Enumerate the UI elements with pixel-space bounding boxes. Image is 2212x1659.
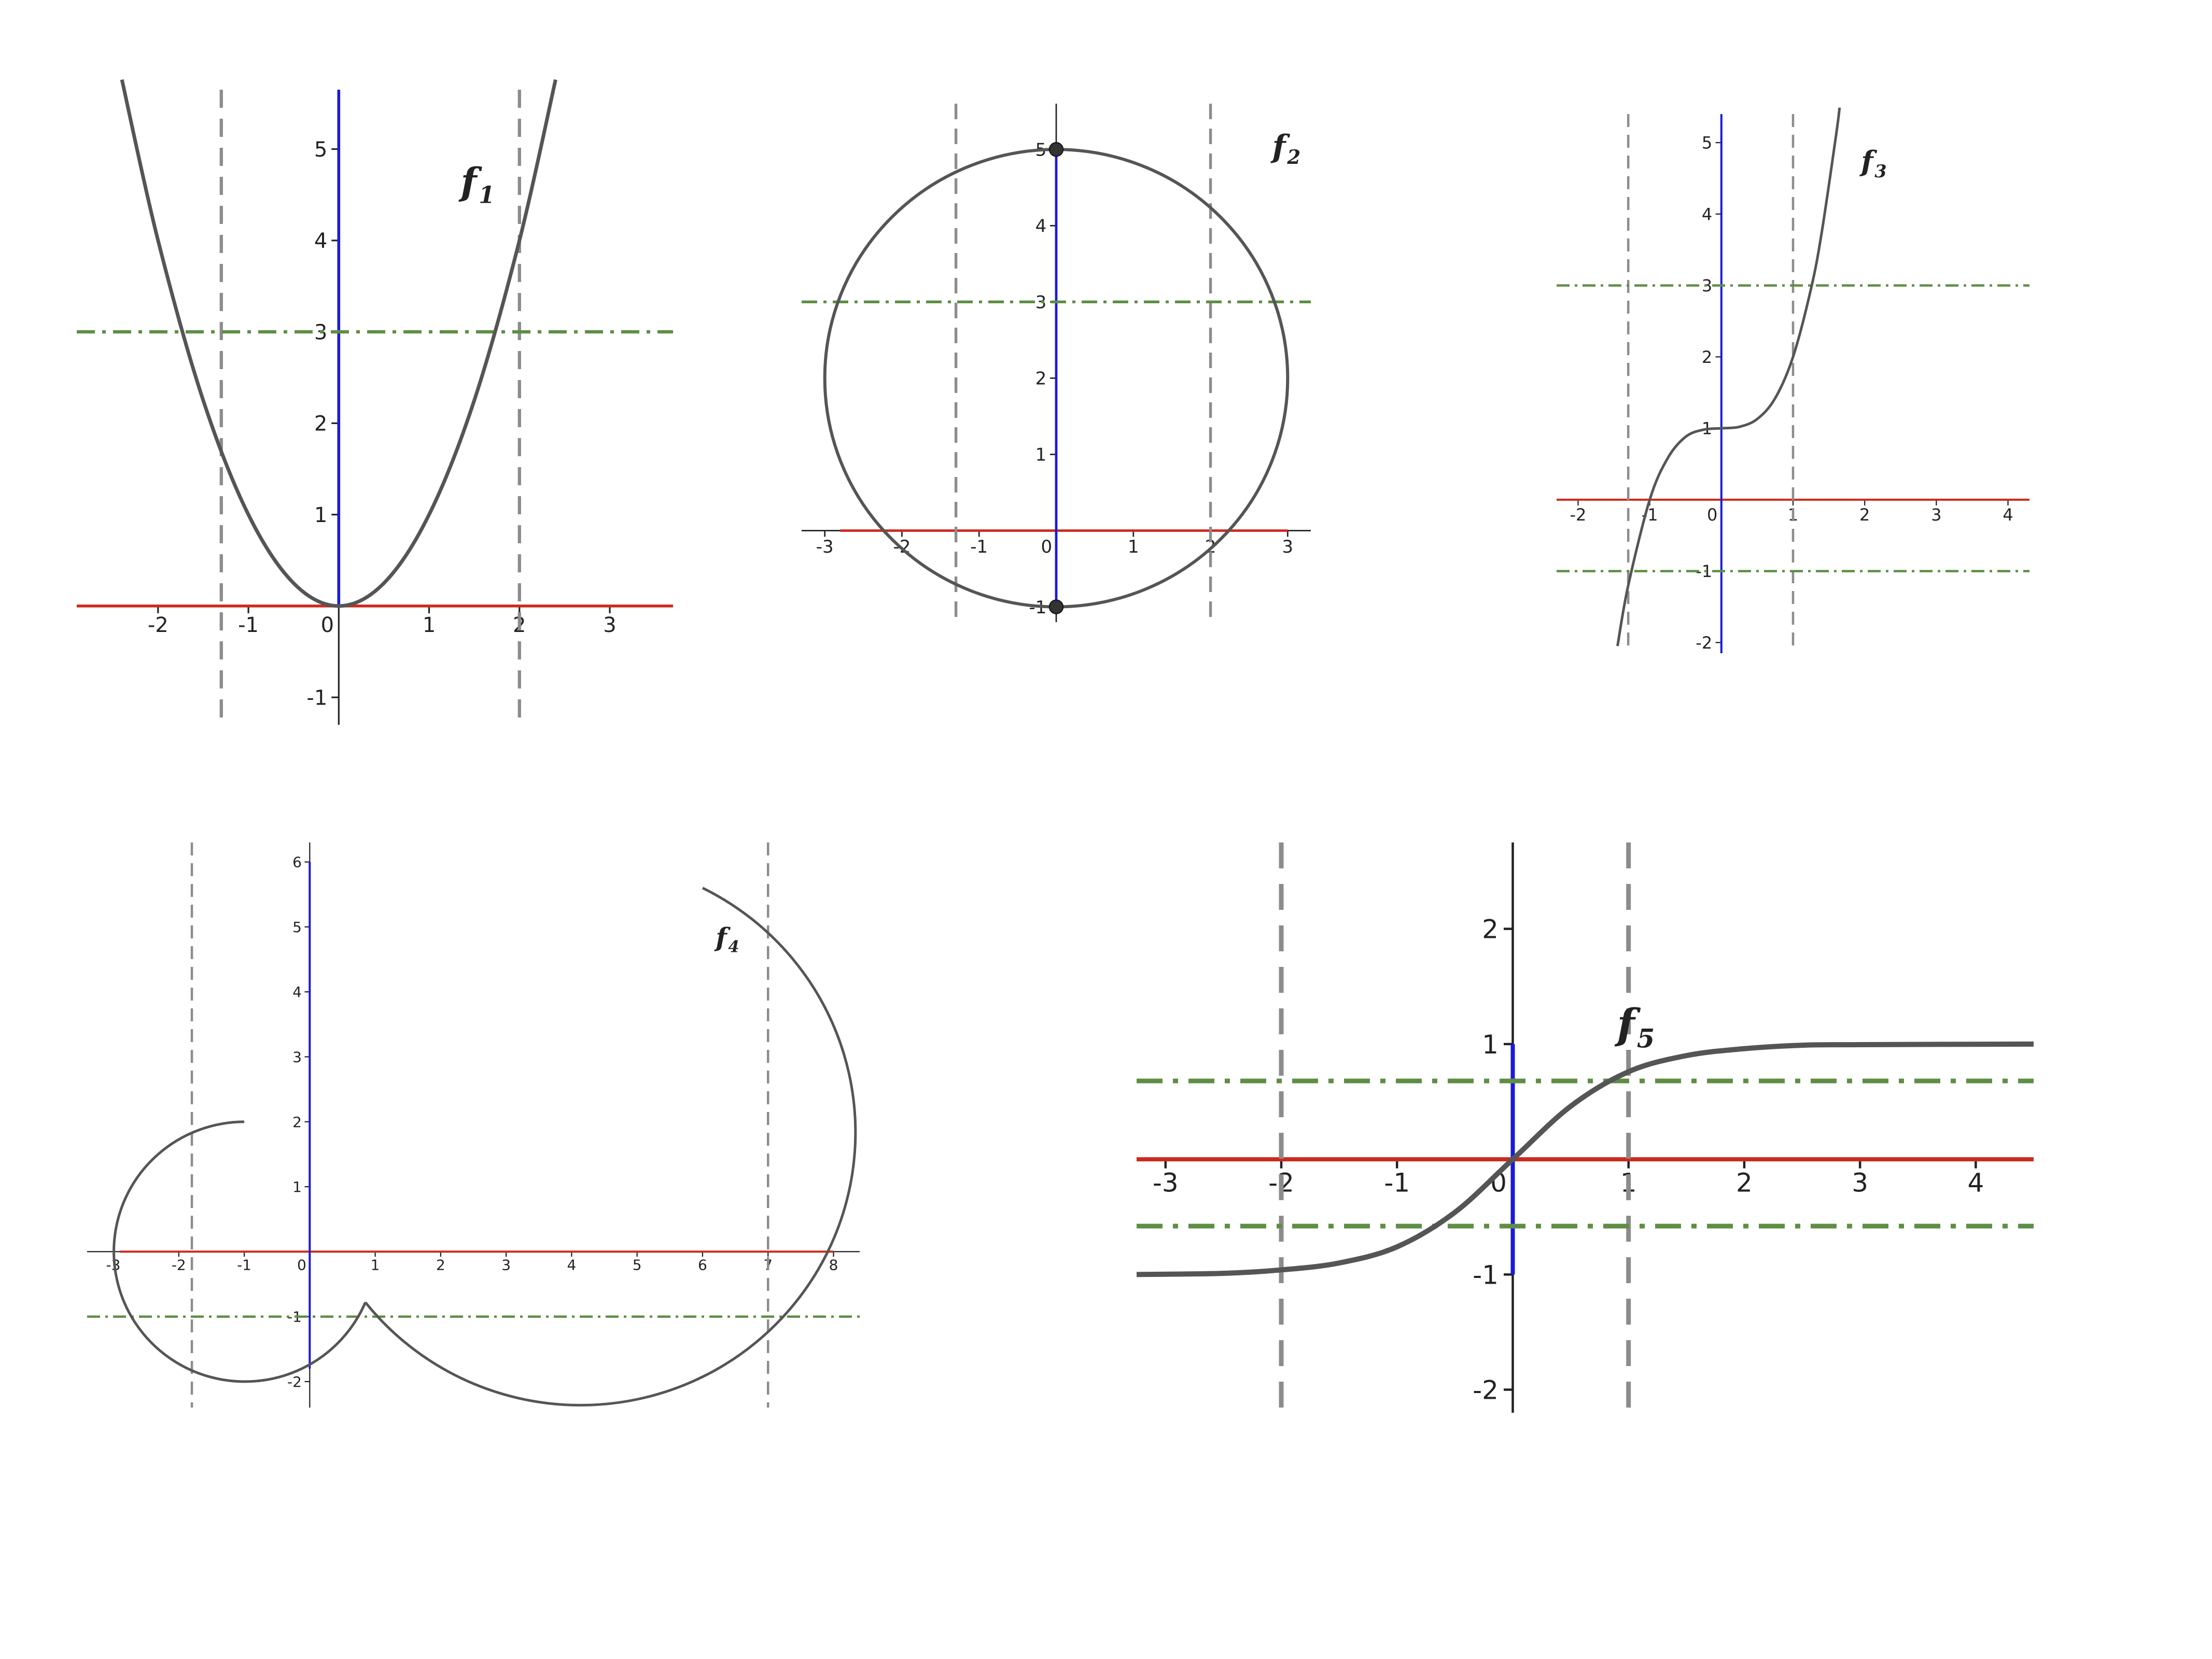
y-tick-label: 5 [1702, 133, 1712, 153]
function-label-subscript: 1 [479, 181, 495, 209]
x-tick-label: 0 [1707, 505, 1717, 525]
x-tick-label: -2 [1570, 505, 1587, 525]
y-tick-label: -2 [1473, 1375, 1499, 1405]
x-tick-label: -3 [1153, 1168, 1179, 1198]
endpoint-marker [1048, 599, 1064, 614]
y-tick-label: 6 [292, 854, 302, 871]
y-tick-label: -1 [1473, 1260, 1499, 1290]
endpoint-marker [1048, 142, 1064, 157]
y-tick-label: -2 [287, 1373, 302, 1390]
x-tick-label: -1 [238, 613, 259, 637]
x-tick-label: 4 [2003, 505, 2013, 525]
x-tick-label: 0 [297, 1256, 306, 1273]
x-tick-label: 2 [1736, 1168, 1753, 1198]
function-label: f4 [714, 922, 739, 956]
y-tick-label: 2 [292, 1114, 302, 1131]
x-tick-label: -1 [237, 1256, 251, 1273]
x-tick-label: -1 [970, 537, 988, 557]
function-label-subscript: 4 [728, 937, 739, 956]
y-tick-label: 3 [292, 1049, 302, 1066]
function-label: f5 [1614, 1000, 1655, 1054]
x-tick-label: 3 [1931, 505, 1941, 525]
y-tick-label: 3 [1702, 276, 1712, 296]
y-tick-label: 1 [1035, 445, 1047, 466]
y-tick-label: 2 [1702, 347, 1712, 367]
y-tick-label: 4 [314, 229, 327, 253]
x-tick-label: -1 [1384, 1168, 1410, 1198]
y-tick-label: 4 [1035, 216, 1047, 237]
y-tick-label: 1 [1482, 1030, 1499, 1060]
function-curve [1616, 107, 1841, 646]
x-tick-label: -2 [148, 613, 169, 637]
x-tick-label: 6 [698, 1256, 707, 1273]
y-tick-label: 3 [1035, 292, 1047, 313]
x-tick-label: 3 [501, 1256, 511, 1273]
x-tick-label: 3 [1282, 537, 1294, 557]
function-curve [1136, 1041, 2034, 1277]
x-tick-label: 3 [603, 613, 616, 637]
y-tick-label: 5 [292, 919, 302, 936]
y-tick-label: 4 [292, 983, 302, 1001]
x-tick-label: 1 [371, 1256, 380, 1273]
function-label-subscript: 2 [1286, 146, 1300, 168]
y-tick-label: 2 [1482, 915, 1499, 945]
x-tick-label: 1 [1128, 537, 1139, 557]
function-label-subscript: 5 [1637, 1023, 1655, 1053]
x-tick-label: 2 [1859, 505, 1870, 525]
y-tick-label: -1 [306, 686, 327, 710]
y-tick-label: 2 [314, 412, 327, 436]
x-tick-label: 8 [829, 1256, 838, 1273]
y-tick-label: 5 [314, 138, 327, 162]
x-tick-label: -2 [172, 1256, 186, 1273]
function-curve [364, 887, 857, 1407]
x-tick-label: 4 [567, 1256, 576, 1273]
x-tick-label: 3 [1852, 1168, 1868, 1198]
function-curve [113, 1120, 367, 1383]
y-tick-label: -2 [1696, 633, 1712, 653]
y-tick-label: 1 [292, 1178, 302, 1196]
y-tick-label: 4 [1702, 204, 1712, 224]
x-tick-label: 5 [633, 1256, 642, 1273]
y-tick-label: 1 [314, 503, 327, 527]
x-tick-label: 2 [436, 1256, 445, 1273]
function-label-subscript: 3 [1874, 161, 1886, 181]
y-tick-label: 2 [1035, 369, 1047, 389]
function-curve [120, 79, 557, 608]
x-tick-label: 4 [1967, 1168, 1984, 1198]
x-tick-label: 0 [1041, 537, 1052, 557]
x-tick-label: -3 [816, 537, 834, 557]
x-tick-label: 0 [321, 613, 334, 637]
x-tick-label: 1 [423, 613, 436, 637]
